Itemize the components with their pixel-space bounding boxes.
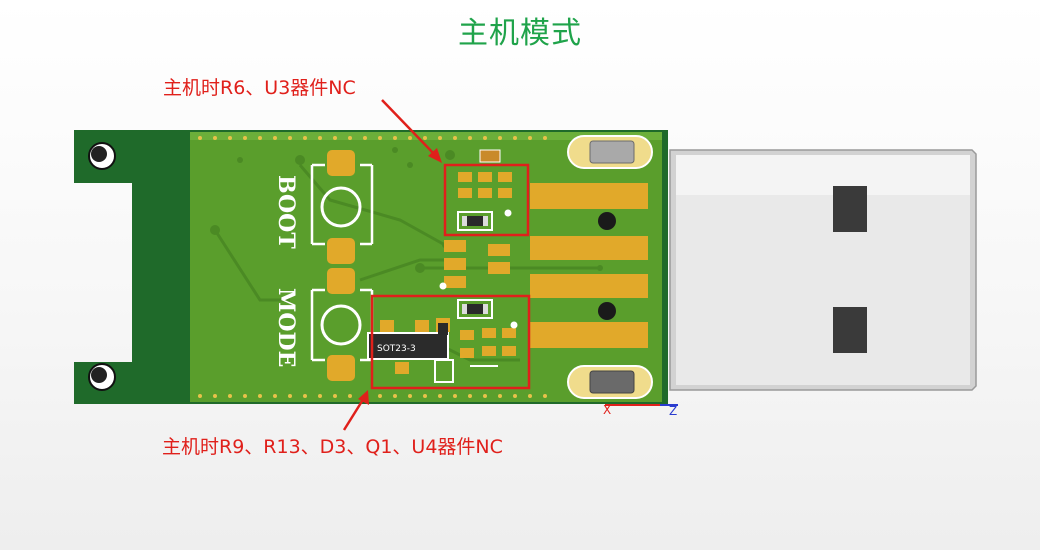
callout-bottom: 主机时R9、R13、D3、Q1、U4器件NC (162, 436, 503, 458)
usb-gold-fingers (530, 183, 648, 348)
connector-hole-top (833, 186, 867, 232)
usb-connector (669, 149, 977, 391)
upper-components (444, 149, 512, 288)
axis-indicator: X Z (603, 403, 678, 418)
transistor-q1 (367, 332, 449, 360)
page-title: 主机模式 (458, 16, 582, 51)
chip-label: SOT23-3 (377, 344, 416, 354)
highlight-box-bottom (370, 294, 531, 390)
axis-x-label: X (603, 403, 611, 417)
shield-tab-top (567, 135, 653, 169)
mode-button-footprint (310, 268, 374, 381)
shield-tab-bottom (567, 365, 653, 399)
callout-arrow-bottom (342, 390, 369, 431)
highlight-box-top (443, 163, 530, 237)
connector-hole-bottom (833, 307, 867, 353)
callout-arrow-top (381, 99, 442, 163)
pcb-board: BOOT MODE (74, 130, 668, 404)
resistor-r9 (457, 299, 493, 319)
resistor-r6 (457, 211, 493, 231)
boot-button-footprint (310, 150, 374, 264)
callout-top: 主机时R6、U3器件NC (163, 77, 356, 99)
mode-label: MODE (273, 288, 299, 367)
boot-label: BOOT (273, 175, 299, 249)
axis-z-label: Z (669, 404, 677, 418)
